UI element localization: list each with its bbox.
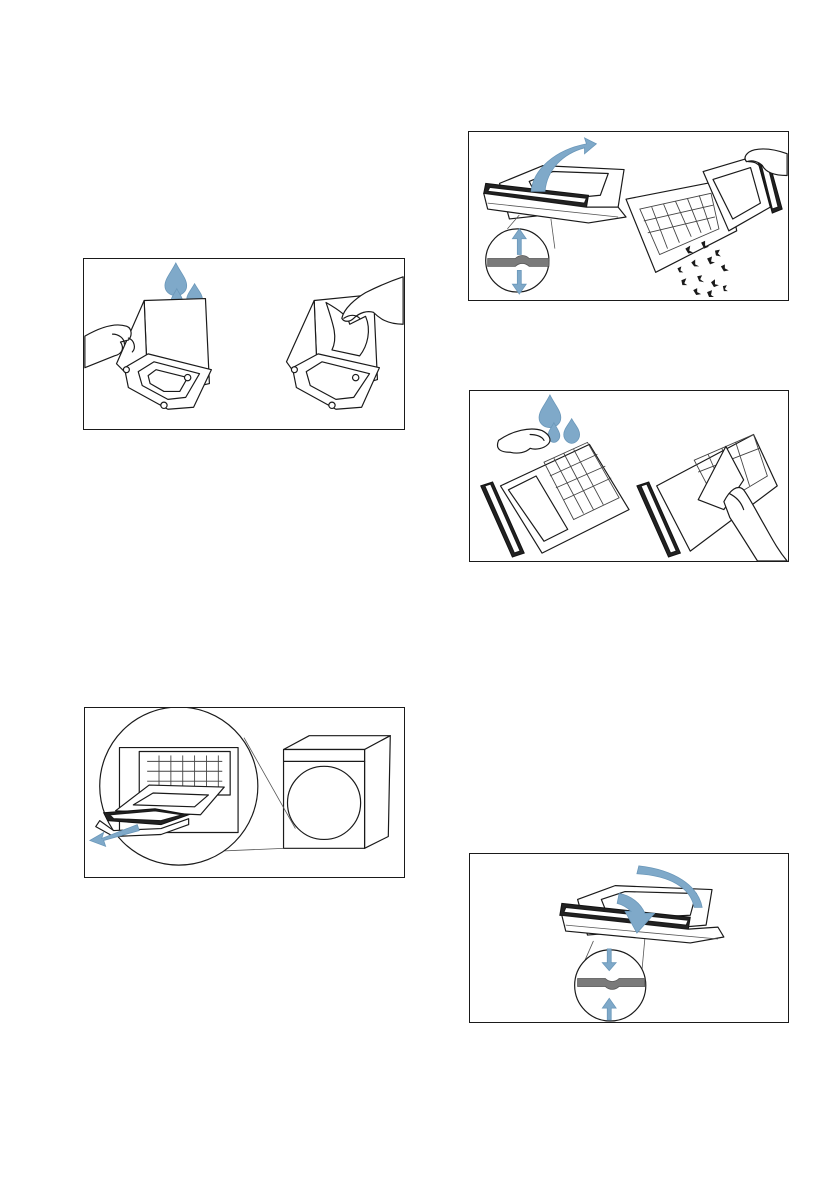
filter-closed-icon: [484, 166, 626, 223]
filter-housing-icon: [117, 299, 212, 410]
filter-open-icon: [626, 152, 782, 273]
latch-detail-icon: [575, 949, 646, 1021]
illustration-rinse-filter-mesh: [469, 390, 789, 562]
dryer-icon: [284, 736, 391, 849]
illustration-rinse-filter-housing: [83, 258, 405, 430]
illustration-remove-filter-from-dryer: [84, 707, 405, 878]
illustration-open-filter-remove-lint: [468, 131, 789, 301]
filter-mesh-icon: [481, 442, 629, 557]
illustration-close-filter: [469, 853, 789, 1023]
magnifier-circle-icon: [96, 708, 258, 865]
latch-detail-icon: [486, 229, 549, 294]
hand-icon: [497, 429, 549, 453]
